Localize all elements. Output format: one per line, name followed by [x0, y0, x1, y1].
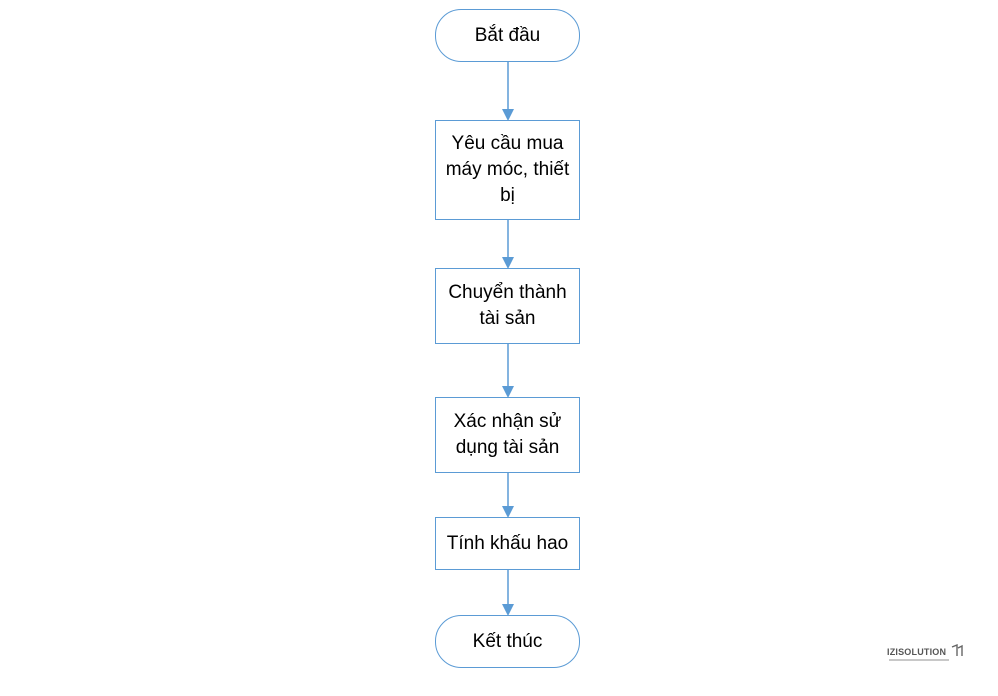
convert-to-asset-label: Chuyển thành tài sản [448, 282, 567, 329]
logo-wordmark: IZISOLUTION [887, 647, 947, 657]
confirm-asset-usage-label: Xác nhận sử dụng tài sản [453, 411, 562, 458]
request-equipment-label: Yêu cầu mua máy móc, thiết bị [445, 133, 570, 206]
request-equipment-node: Yêu cầu mua máy móc, thiết bị [435, 120, 580, 220]
calculate-depreciation-label: Tính khấu hao [446, 532, 569, 554]
start-node-label: Bắt đầu [474, 24, 541, 46]
logo-mark-icon [951, 644, 963, 656]
izisolution-logo: IZISOLUTION [887, 644, 967, 666]
convert-to-asset-node: Chuyển thành tài sản [435, 268, 580, 344]
end-node-label: Kết thúc [472, 630, 543, 652]
calculate-depreciation-node: Tính khấu hao [435, 517, 580, 570]
start-node: Bắt đầu [435, 9, 580, 62]
logo-tagline-line [889, 659, 949, 661]
confirm-asset-usage-node: Xác nhận sử dụng tài sản [435, 397, 580, 473]
end-node: Kết thúc [435, 615, 580, 668]
